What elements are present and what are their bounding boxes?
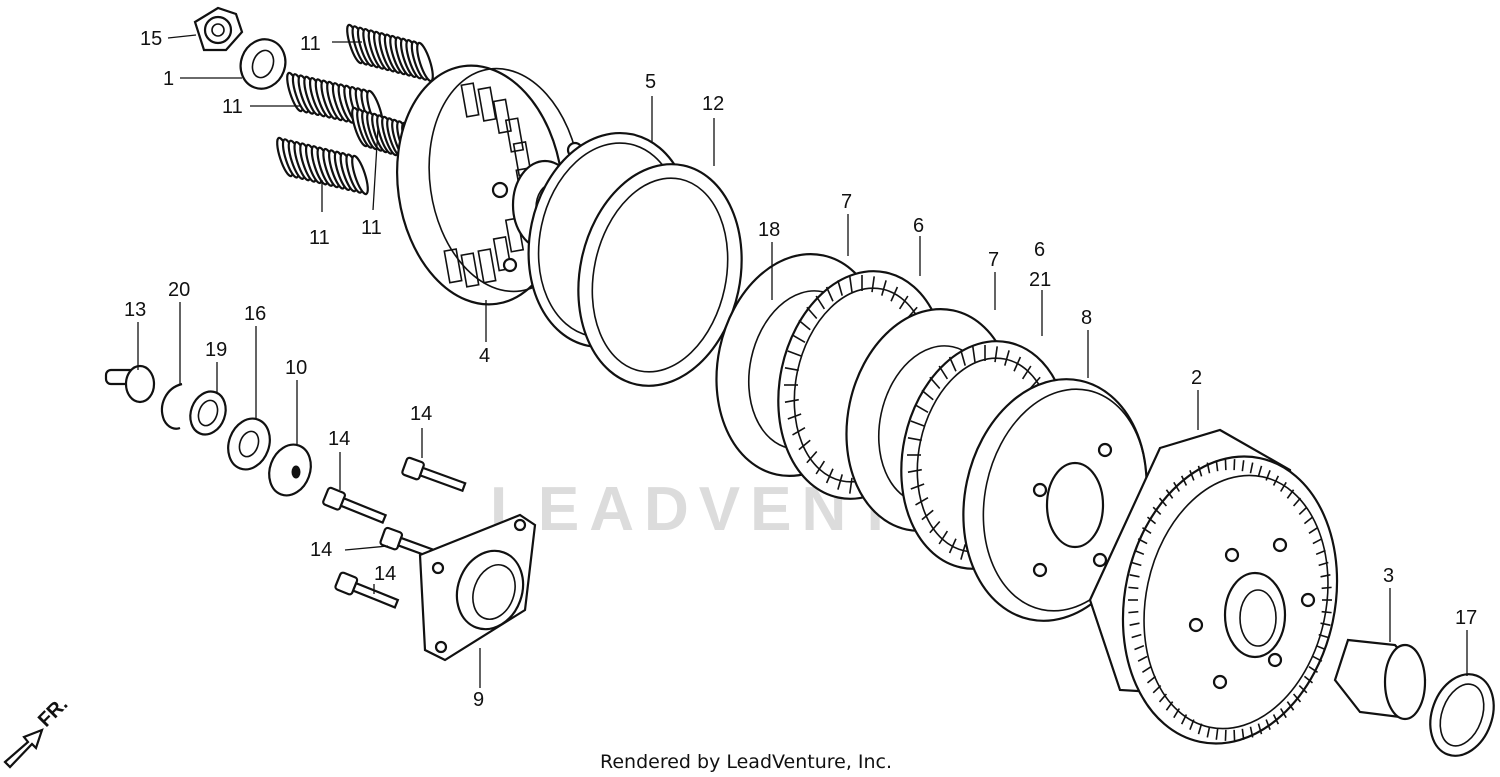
part-3-collar	[1333, 638, 1427, 721]
callout-13: 13	[124, 299, 146, 321]
callout-5: 5	[645, 71, 656, 93]
leader-lines	[137, 34, 1468, 688]
callout-11: 11	[309, 227, 330, 249]
part-11-springs	[276, 23, 434, 196]
callout-7: 7	[841, 191, 852, 213]
callout-1: 1	[163, 68, 174, 90]
part-8-pressure-plate	[962, 378, 1148, 622]
callout-18: 18	[758, 219, 780, 241]
front-direction-arrow: FR.	[3, 693, 72, 769]
part-10-washer	[268, 443, 312, 497]
callout-2: 2	[1191, 367, 1202, 389]
callout-15: 15	[140, 28, 162, 50]
callout-14: 14	[310, 539, 332, 561]
callout-6: 6	[913, 215, 924, 237]
part-19-bearing	[189, 390, 227, 436]
callout-3: 3	[1383, 565, 1394, 587]
callout-16: 16	[244, 303, 266, 325]
callout-11: 11	[222, 96, 243, 118]
callout-20: 20	[168, 279, 190, 301]
callout-6: 6	[1034, 239, 1045, 261]
callout-11: 11	[300, 33, 321, 55]
part-12-clutch-ring	[577, 163, 743, 387]
part-16-washer	[227, 417, 271, 471]
callout-19: 19	[205, 339, 227, 361]
callout-14: 14	[374, 563, 396, 585]
callout-17: 17	[1455, 607, 1477, 629]
callout-21: 21	[1029, 269, 1051, 291]
callout-9: 9	[473, 689, 484, 711]
part-20-snap-ring	[160, 382, 183, 430]
part-13-pin	[104, 364, 156, 404]
callout-10: 10	[285, 357, 307, 379]
callout-labels: 15 1 11 11 11 11 5 12 4 18 7 6 7 6 21 8 …	[124, 28, 1477, 711]
callout-7: 7	[988, 249, 999, 271]
part-2-clutch-outer	[1088, 428, 1339, 745]
front-marker: FR.	[34, 693, 72, 731]
render-credit: Rendered by LeadVenture, Inc.	[600, 751, 892, 773]
callout-11: 11	[361, 217, 382, 239]
callout-4: 4	[479, 345, 490, 367]
callout-12: 12	[702, 93, 724, 115]
part-15-lock-nut	[193, 6, 244, 52]
part-9-lifter-plate	[418, 513, 537, 662]
part-1-washer	[239, 38, 287, 90]
callout-8: 8	[1081, 307, 1092, 329]
callout-14: 14	[328, 428, 350, 450]
callout-14: 14	[410, 403, 432, 425]
part-17-thrust-washer	[1429, 673, 1495, 757]
